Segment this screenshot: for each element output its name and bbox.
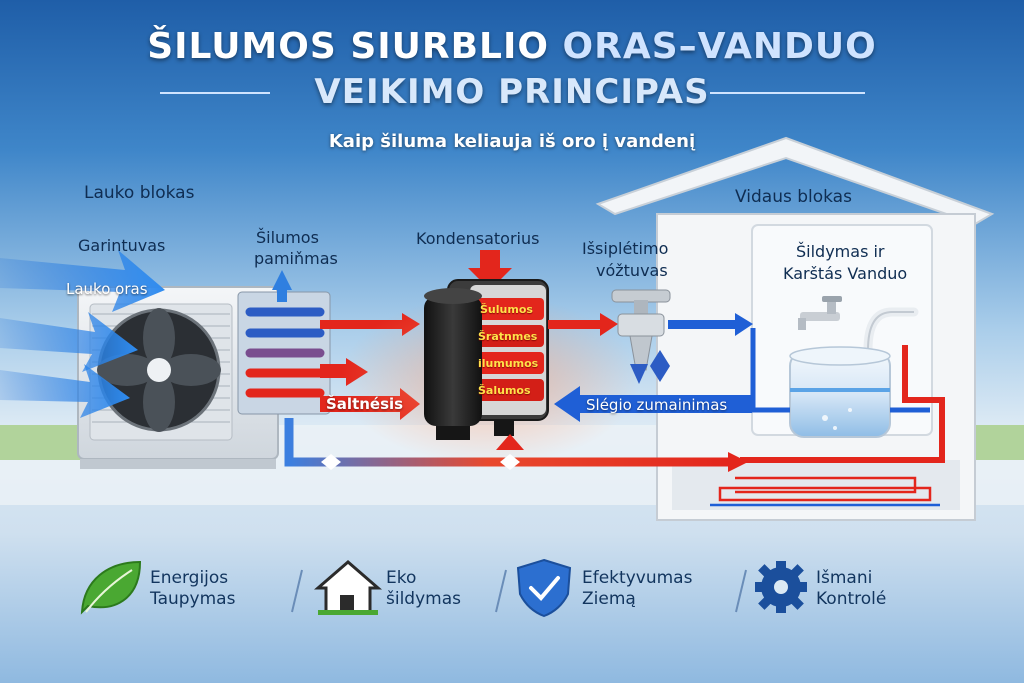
pipe-cold-to-indoor — [668, 313, 753, 336]
floor-heating-coils — [710, 476, 940, 507]
compressor-band-3: ilumumos — [478, 357, 539, 370]
feature-eco-line-2: šildymas — [386, 589, 461, 609]
indoor-panel-label-2: Karštás Vanduo — [783, 264, 908, 283]
feature-control: Išmani Kontrolé — [816, 568, 886, 610]
valve-label-1: Išsiplétimo — [582, 239, 669, 258]
feature-control-line-1: Išmani — [816, 568, 873, 588]
water-tank — [789, 346, 891, 438]
shield-check-icon — [516, 558, 572, 618]
pressure-arrow — [554, 386, 752, 422]
outdoor-air-arrows — [0, 250, 165, 418]
feature-control-line-2: Kontrolé — [816, 589, 887, 609]
grass-right — [975, 425, 1024, 460]
feature-eco: Eko šildymas — [386, 568, 461, 610]
evaporator-label: Garintuvas — [78, 236, 166, 255]
indoor-blue-loop — [750, 328, 930, 413]
compressor — [424, 279, 549, 440]
faucet-icon — [798, 296, 842, 330]
feature-efficiency-line-2: Ziemą — [582, 589, 636, 609]
feature-energy-line-2: Taupymas — [150, 589, 236, 609]
grass-left — [0, 425, 90, 460]
indoor-panel-label-1: Šildymas ir — [796, 242, 885, 261]
feature-separators — [291, 569, 747, 613]
valve-label-2: vóžtuvas — [596, 261, 668, 280]
expansion-valve — [611, 289, 671, 371]
pressure-reduction-label: Slégio zumainimas — [586, 396, 728, 414]
shower-icon — [863, 307, 919, 355]
leaf-icon — [80, 560, 142, 615]
compressor-input-arrow — [468, 250, 512, 290]
feature-efficiency: Efektyvumas Ziemą — [582, 568, 692, 610]
page-title: ŠILUMOS SIURBLIO ORAS–VANDUO — [0, 26, 1024, 67]
gear-icon — [755, 561, 807, 613]
pipe-to-valve — [548, 313, 618, 336]
feature-eco-line-1: Eko — [386, 568, 417, 588]
exchanger-label-2: pamiňmas — [254, 249, 338, 268]
return-pipe — [284, 418, 748, 472]
feature-efficiency-line-1: Efektyvumas — [582, 568, 693, 588]
indoor-red-loop — [740, 345, 945, 463]
title-part-1: ŠILUMOS SIURBLIO — [147, 26, 563, 67]
refrigerant-label: Šaltnésis — [326, 395, 404, 413]
compressor-band-1: Šulumos — [480, 303, 533, 316]
coil-down-arrow — [272, 270, 292, 302]
heat-exchanger-coil — [237, 291, 331, 415]
outdoor-section-label: Lauko blokas — [84, 183, 195, 203]
exchanger-label-1: Šilumos — [256, 228, 319, 247]
indoor-section-label: Vidaus blokas — [735, 187, 852, 207]
feature-energy-line-1: Energijos — [150, 568, 229, 588]
compressor-label: Kondensatorius — [416, 229, 540, 248]
compressor-band-4: Šalumos — [478, 384, 531, 397]
page-title-line-2: VEIKIMO PRINCIPAS — [314, 72, 710, 112]
feature-energy: Energijos Taupymas — [150, 568, 235, 610]
house-icon — [313, 560, 383, 615]
compressor-band-2: Šratnmes — [478, 330, 538, 343]
page-subtitle: Kaip šiluma keliauja iš oro į vandenį — [328, 131, 696, 152]
title-part-2: ORAS–VANDUO — [562, 26, 877, 67]
outdoor-air-label: Lauko oras — [66, 280, 148, 298]
valve-cold-arrows — [630, 350, 670, 384]
fan-icon — [97, 308, 221, 432]
